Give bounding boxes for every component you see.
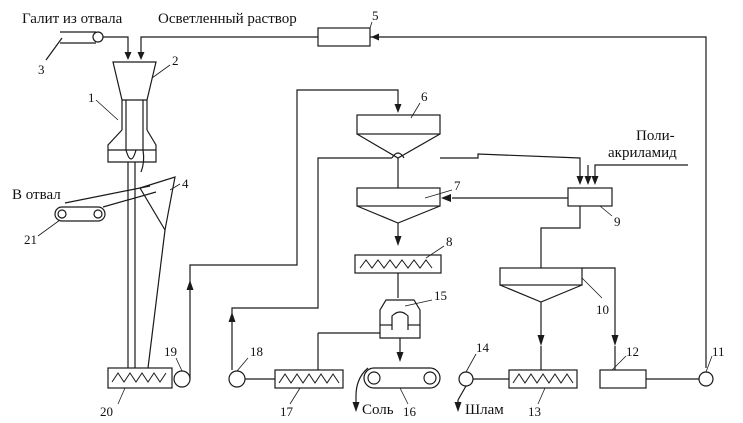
number-19: 19 [164,344,177,359]
equipment-11-pump [698,371,714,387]
equipment-12-tank [599,369,647,389]
number-1: 1 [88,90,95,105]
line-7-to-18 [228,152,405,370]
feed-line-clarified-solution [137,36,318,60]
feed-line-halite [103,36,132,60]
line-15-to-16 [396,338,404,362]
equipment-4-classifier [64,176,176,369]
number-14: 14 [476,340,490,355]
number-21: 21 [24,232,37,247]
equipment-17-mixer [274,369,344,389]
equipment-8-screw [354,254,442,274]
label-halite-from-dump: Галит из отвала [22,11,123,27]
number-9: 9 [614,214,621,229]
equipment-9-dosing-unit [567,187,613,207]
line-10-to-12 [582,267,619,370]
return-line-from-11-to-5 [370,33,707,368]
number-11: 11 [712,344,725,359]
number-17: 17 [280,404,294,419]
line-9-to-7 [441,194,568,202]
equipment-7-thickener [356,187,441,246]
polyacrylamide-feed-line [584,164,688,185]
line-9-to-10 [540,206,581,268]
number-leaders [95,21,713,405]
equipment-1-dissolver [107,61,157,173]
line-19-to-6 [186,89,402,379]
equipment-10-thickener [499,267,583,370]
equipment-21-dump-conveyor [37,206,106,237]
equipment-19-pump [173,370,191,388]
label-sludge: Шлам [465,402,504,418]
salt-output [352,367,369,412]
halite-feed-conveyor-3 [45,31,104,61]
label-salt: Соль [362,402,394,418]
number-8: 8 [446,234,453,249]
number-3: 3 [38,62,45,77]
sludge-column-to-20 [127,162,136,368]
number-6: 6 [421,89,428,104]
label-polyacrylamide-1: Поли- [636,128,675,144]
sludge-output [454,385,467,412]
number-5: 5 [372,8,379,23]
number-13: 13 [528,404,541,419]
equipment-6-thickener [356,114,441,188]
equipment-14-pump [458,371,474,387]
label-polyacrylamide-2: акриламид [608,145,677,161]
number-15: 15 [434,288,447,303]
equipment-5-tank [317,27,371,47]
number-7: 7 [454,178,461,193]
number-12: 12 [626,344,639,359]
line-6-overflow-to-9 [440,153,584,185]
equipment-20-mixer [107,367,173,389]
equipment-18-pump [228,370,246,388]
number-16: 16 [403,404,417,419]
label-to-dump: В отвал [12,187,61,203]
equipment-16-belt-conveyor [363,367,441,389]
number-20: 20 [100,404,113,419]
number-18: 18 [250,344,263,359]
equipment-13-mixer [508,369,578,389]
equipment-15-centrifuge [379,299,421,339]
number-2: 2 [172,53,179,68]
label-clarified-solution: Осветленный раствор [158,11,297,27]
number-4: 4 [182,176,189,191]
number-10: 10 [596,302,609,317]
